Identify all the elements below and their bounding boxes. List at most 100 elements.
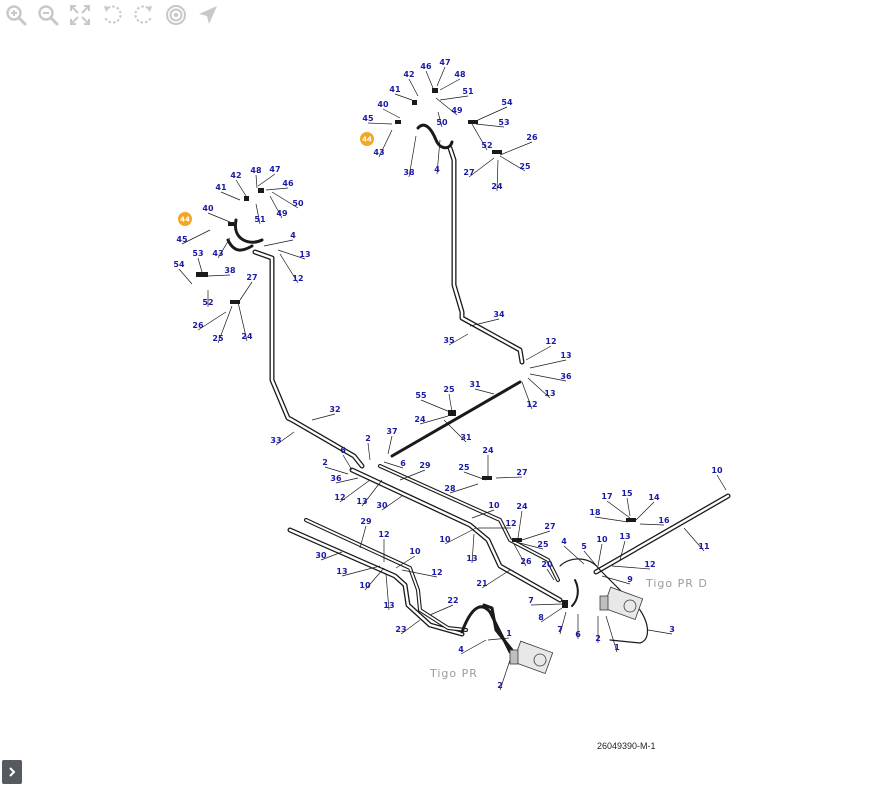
callout-label[interactable]: 29 [360, 517, 372, 526]
callout-label[interactable]: 29 [419, 461, 431, 470]
callout-label[interactable]: 4 [561, 537, 567, 546]
callout-label[interactable]: 10 [596, 535, 608, 544]
callout-label[interactable]: 50 [436, 118, 448, 127]
callout-label[interactable]: 47 [269, 165, 280, 174]
callout-label[interactable]: 23 [395, 625, 406, 634]
callout-label[interactable]: 4 [434, 165, 440, 174]
callout-label[interactable]: 25 [212, 334, 224, 343]
callout-label[interactable]: 13 [356, 497, 367, 506]
callout-label[interactable]: 6 [400, 459, 406, 468]
callout-label[interactable]: 10 [439, 535, 451, 544]
callout-label[interactable]: 12 [644, 560, 655, 569]
callout-label[interactable]: 1 [614, 643, 620, 652]
callout-label[interactable]: 20 [541, 560, 553, 569]
callout-label[interactable]: 42 [403, 70, 414, 79]
callout-label[interactable]: 26 [526, 133, 538, 142]
callout-label[interactable]: 54 [173, 260, 185, 269]
callout-label[interactable]: 32 [329, 405, 340, 414]
callout-label[interactable]: 33 [270, 436, 281, 445]
reference-badge[interactable]: 44 [178, 212, 192, 226]
callout-label[interactable]: 38 [224, 266, 236, 275]
callout-label[interactable]: 27 [463, 168, 474, 177]
callout-label[interactable]: 2 [595, 634, 601, 643]
zoom-out-button[interactable] [34, 1, 62, 29]
rotate-left-button[interactable] [98, 1, 126, 29]
reference-badge[interactable]: 44 [360, 132, 374, 146]
callout-label[interactable]: 13 [336, 567, 347, 576]
callout-label[interactable]: 24 [241, 332, 253, 341]
callout-label[interactable]: 12 [526, 400, 537, 409]
callout-label[interactable]: 30 [376, 501, 388, 510]
callout-label[interactable]: 12 [378, 530, 389, 539]
callout-label[interactable]: 41 [389, 85, 401, 94]
callout-label[interactable]: 45 [362, 114, 374, 123]
callout-label[interactable]: 10 [488, 501, 500, 510]
callout-label[interactable]: 40 [202, 204, 214, 213]
callout-label[interactable]: 25 [443, 385, 455, 394]
callout-label[interactable]: 10 [409, 547, 421, 556]
callout-label[interactable]: 7 [528, 596, 534, 605]
callout-label[interactable]: 10 [711, 466, 723, 475]
callout-label[interactable]: 12 [334, 493, 345, 502]
callout-label[interactable]: 52 [202, 298, 213, 307]
callout-label[interactable]: 24 [516, 502, 528, 511]
callout-label[interactable]: 2 [497, 681, 503, 690]
callout-label[interactable]: 4 [290, 231, 296, 240]
callout-label[interactable]: 9 [627, 575, 633, 584]
panel-toggle-button[interactable] [2, 760, 22, 784]
callout-label[interactable]: 43 [373, 148, 384, 157]
callout-label[interactable]: 51 [254, 215, 266, 224]
callout-label[interactable]: 24 [491, 182, 503, 191]
callout-label[interactable]: 40 [377, 100, 389, 109]
callout-label[interactable]: 48 [454, 70, 466, 79]
callout-label[interactable]: 46 [420, 62, 432, 71]
callout-label[interactable]: 51 [462, 87, 474, 96]
callout-label[interactable]: 42 [230, 171, 241, 180]
callout-label[interactable]: 22 [447, 596, 458, 605]
callout-label[interactable]: 21 [476, 579, 488, 588]
callout-label[interactable]: 25 [537, 540, 549, 549]
callout-label[interactable]: 13 [544, 389, 555, 398]
callout-label[interactable]: 45 [176, 235, 188, 244]
callout-label[interactable]: 6 [340, 446, 346, 455]
target-button[interactable] [162, 1, 190, 29]
callout-label[interactable]: 25 [458, 463, 470, 472]
callout-label[interactable]: 12 [431, 568, 442, 577]
callout-label[interactable]: 5 [581, 542, 587, 551]
callout-label[interactable]: 15 [621, 489, 633, 498]
callout-label[interactable]: 28 [444, 484, 456, 493]
callout-label[interactable]: 53 [498, 118, 509, 127]
callout-label[interactable]: 7 [557, 625, 563, 634]
callout-label[interactable]: 1 [506, 629, 512, 638]
callout-label[interactable]: 6 [575, 630, 581, 639]
callout-label[interactable]: 55 [415, 391, 427, 400]
callout-label[interactable]: 13 [299, 250, 310, 259]
callout-label[interactable]: 2 [322, 458, 328, 467]
callout-label[interactable]: 13 [619, 532, 630, 541]
callout-label[interactable]: 2 [365, 434, 371, 443]
callout-label[interactable]: 10 [359, 581, 371, 590]
callout-label[interactable]: 13 [466, 554, 477, 563]
callout-label[interactable]: 34 [493, 310, 505, 319]
callout-label[interactable]: 36 [330, 474, 342, 483]
callout-label[interactable]: 12 [505, 519, 516, 528]
callout-label[interactable]: 25 [519, 162, 531, 171]
fit-view-button[interactable] [66, 1, 94, 29]
callout-label[interactable]: 43 [212, 249, 223, 258]
callout-label[interactable]: 13 [560, 351, 571, 360]
callout-label[interactable]: 35 [443, 336, 455, 345]
callout-label[interactable]: 12 [292, 274, 303, 283]
callout-label[interactable]: 48 [250, 166, 262, 175]
callout-label[interactable]: 49 [276, 209, 288, 218]
callout-label[interactable]: 30 [315, 551, 327, 560]
zoom-in-button[interactable] [2, 1, 30, 29]
callout-label[interactable]: 16 [658, 516, 670, 525]
callout-label[interactable]: 13 [383, 601, 394, 610]
callout-label[interactable]: 24 [482, 446, 494, 455]
callout-label[interactable]: 46 [282, 179, 294, 188]
rotate-right-button[interactable] [130, 1, 158, 29]
callout-label[interactable]: 11 [698, 542, 710, 551]
callout-label[interactable]: 54 [501, 98, 513, 107]
callout-label[interactable]: 3 [669, 625, 675, 634]
callout-label[interactable]: 27 [516, 468, 527, 477]
